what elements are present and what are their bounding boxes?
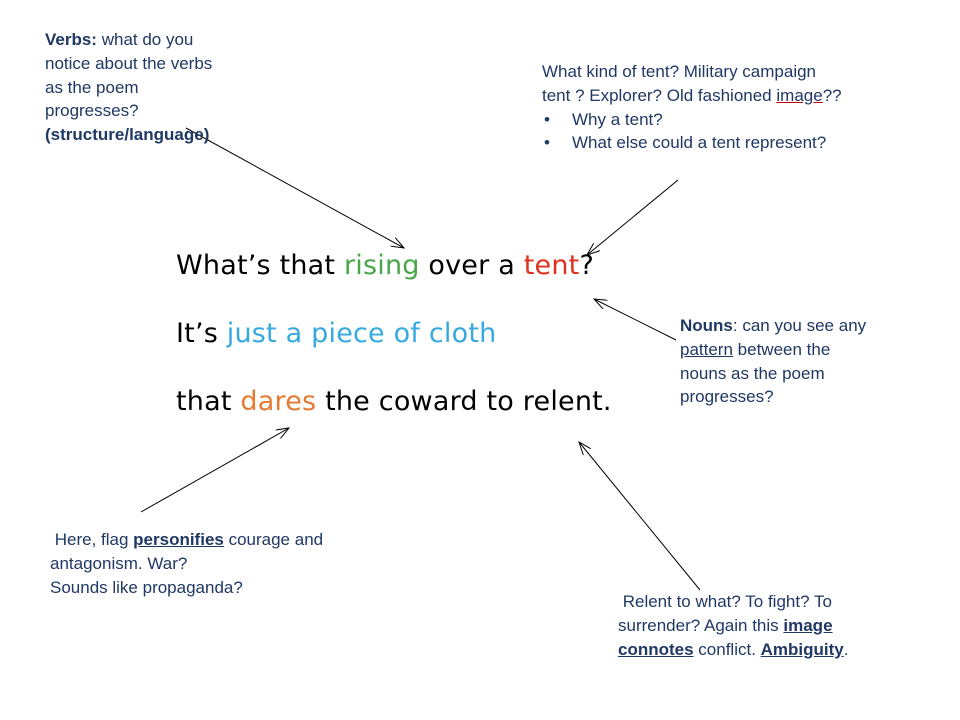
arrow-relent [579, 442, 701, 591]
verbs-note: Verbs: what do you notice about the verb… [45, 30, 213, 145]
tent-note: What kind of tent? Military campaign ten… [542, 60, 842, 155]
flag-note: Here, flag personifies courage and antag… [50, 530, 324, 597]
word-tent: tent [523, 250, 580, 281]
arrow-tent [587, 179, 679, 255]
image-link-relent[interactable]: image [783, 615, 833, 635]
relent-note: Relent to what? To fight? To surrender? … [618, 592, 849, 659]
word-dares: dares [240, 386, 317, 417]
poem-line-1: What’s that rising over a tent? [176, 250, 594, 281]
word-rising: rising [344, 250, 420, 281]
nouns-note: Nouns: can you see any pattern between t… [680, 316, 867, 407]
bullet-item: Why a tent? [544, 108, 842, 132]
poem: What’s that rising over a tent? It’s jus… [176, 250, 612, 454]
verbs-label: Verbs: [45, 30, 97, 49]
tent-bullets: Why a tent? What else could a tent repre… [542, 108, 842, 156]
image-link-tent[interactable]: image [776, 85, 823, 105]
ambiguity-link[interactable]: Ambiguity [760, 639, 844, 659]
poem-line-3: that dares the coward to relent. [176, 386, 612, 417]
connotes-link[interactable]: connotes [618, 639, 694, 659]
poem-line-2: It’s just a piece of cloth [176, 318, 497, 349]
arrow-verbs [185, 127, 404, 248]
pattern-link[interactable]: pattern [680, 339, 733, 359]
arrow-flag [140, 428, 289, 513]
arrow-nouns [594, 299, 677, 341]
nouns-label: Nouns [680, 316, 733, 335]
phrase-cloth: just a piece of cloth [226, 318, 497, 349]
personifies-link[interactable]: personifies [133, 530, 224, 549]
bullet-item: What else could a tent represent? [544, 131, 842, 155]
